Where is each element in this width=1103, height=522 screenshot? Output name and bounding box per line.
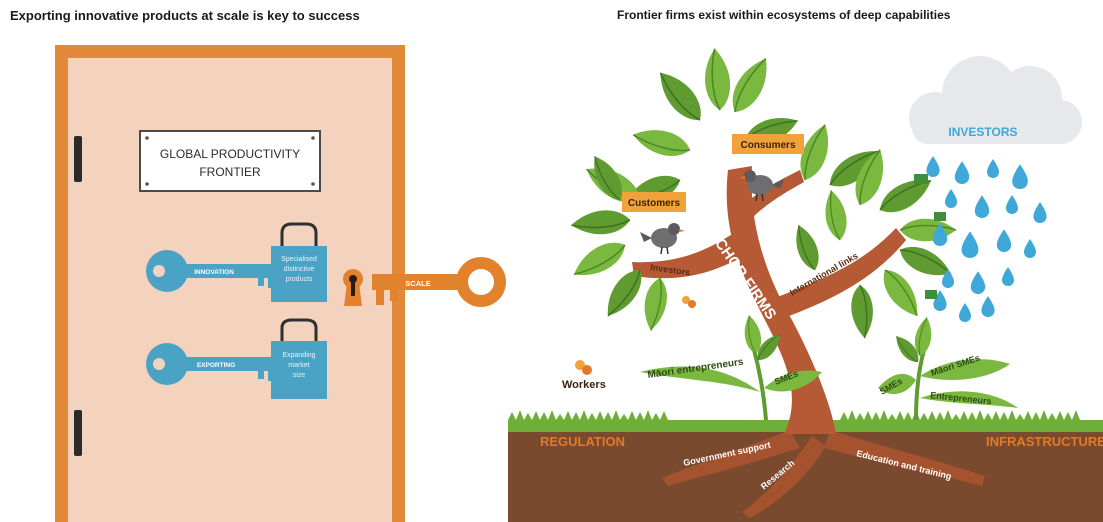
door-hinge-top <box>74 136 82 182</box>
tree-trunk <box>632 166 906 434</box>
right-panel-title: Frontier firms exist within ecosystems o… <box>617 8 951 22</box>
sign-line1: GLOBAL PRODUCTIVITY <box>160 147 300 161</box>
innovation-padlock-line1: Specialised <box>281 256 317 263</box>
exporting-padlock: Expanding market size <box>271 318 327 399</box>
investors-cloud: INVESTORS <box>909 56 1082 144</box>
scale-key-label: SCALE <box>405 279 430 288</box>
innovation-key-label: INNOVATION <box>194 269 234 276</box>
exporting-padlock-line2: market <box>288 362 309 369</box>
exporting-padlock-line1: Expanding <box>282 352 315 359</box>
investors-cloud-label: INVESTORS <box>948 125 1017 139</box>
innovation-padlock-line2: distinctive <box>284 266 315 273</box>
innovation-padlock: Specialised distinctive products <box>271 222 327 302</box>
right-sapling: Māori SMEs SMEs Entrepreneurs <box>878 315 1018 421</box>
customers-tag-label: Customers <box>628 198 681 209</box>
frontier-sign: GLOBAL PRODUCTIVITY FRONTIER <box>139 130 321 192</box>
left-panel-title: Exporting innovative products at scale i… <box>10 8 360 23</box>
exporting-key: EXPORTING <box>146 343 276 385</box>
tree-roots <box>662 430 985 518</box>
sign-line2: FRONTIER <box>199 165 261 179</box>
customer-bird-icon <box>639 222 686 255</box>
consumers-tag: Consumers <box>732 134 804 154</box>
workers-icon <box>575 296 696 375</box>
workers-label: Workers <box>562 379 606 391</box>
exporting-padlock-line3: size <box>293 372 306 379</box>
door-hinge-bottom <box>74 410 82 456</box>
infrastructure-label: INFRASTRUCTURE <box>986 434 1103 449</box>
scale-master-key: SCALE <box>372 257 506 307</box>
money-rain <box>914 156 1047 322</box>
door <box>55 45 405 522</box>
innovation-padlock-line3: products <box>286 276 313 283</box>
door-panel <box>68 58 392 522</box>
right-sapling-entrepreneurs: Entrepreneurs <box>930 390 992 406</box>
exporting-key-label: EXPORTING <box>197 362 235 369</box>
consumers-tag-label: Consumers <box>740 140 795 151</box>
regulation-label: REGULATION <box>540 434 625 449</box>
customers-tag: Customers <box>622 192 686 212</box>
keyhole-icon <box>343 269 363 306</box>
